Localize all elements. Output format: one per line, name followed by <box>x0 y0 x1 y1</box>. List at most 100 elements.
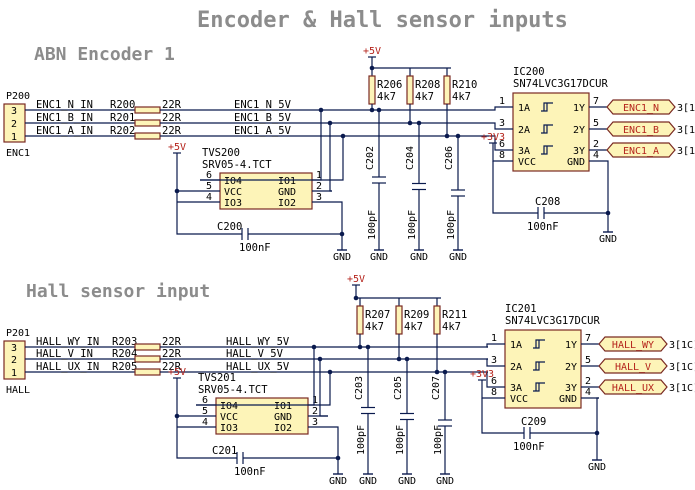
junction-dot <box>317 356 323 362</box>
pullup-resistor-value: 4k7 <box>365 321 384 333</box>
ground-label: GND <box>333 252 351 263</box>
schmitt-trigger-icon <box>541 124 553 134</box>
junction-dot <box>407 120 413 126</box>
protected-net-label: ENC1_A_5V <box>234 125 292 137</box>
input-net-label: ENC1_A_IN <box>36 125 93 137</box>
tvs-body <box>219 172 313 210</box>
wire <box>176 153 200 192</box>
ic-decoupling-ref: C208 <box>535 196 560 208</box>
ic-decoupling-ref: C209 <box>521 416 546 428</box>
ic-pin-name: 1A <box>518 103 530 114</box>
ground-label: GND <box>588 462 606 473</box>
ic-pin-number: 7 <box>585 333 591 344</box>
protected-net-label: ENC1_N_5V <box>234 99 292 111</box>
wire <box>176 416 237 459</box>
tvs-pin-name: IO1 <box>274 401 292 412</box>
tvs-pin-name: VCC <box>224 187 242 198</box>
input-net-label: HALL_WY_IN <box>36 336 99 348</box>
filter-capacitor-ref: C205 <box>393 376 404 400</box>
wire <box>486 343 505 348</box>
tvs-pin-number: 4 <box>202 417 208 428</box>
ic-pin-number: 5 <box>585 355 591 366</box>
series-resistor <box>134 355 161 363</box>
junction-dot <box>594 430 600 436</box>
output-port-label: ENC1_B <box>623 125 659 136</box>
junction-dot <box>340 133 346 139</box>
ic-pin-name: 1Y <box>573 103 585 114</box>
power-label: +5V <box>363 46 381 57</box>
junction-dot <box>605 210 611 216</box>
power-label: +5V <box>168 142 186 153</box>
connector-pin-number: 3 <box>11 343 17 354</box>
tvs-pin-number: 2 <box>316 181 322 192</box>
ic-ref: IC201 <box>505 303 537 315</box>
ic-decoupling-value: 100nF <box>527 221 559 233</box>
pullup-resistor-ref: R208 <box>415 79 440 91</box>
ic-pin-number: 2 <box>585 376 591 387</box>
output-sheet-ref: 3[1B] <box>677 125 695 136</box>
input-net-label: ENC1_N_IN <box>36 99 93 111</box>
tvs-pin-number: 5 <box>202 406 208 417</box>
ic-pin-name: 1Y <box>565 340 577 351</box>
connector-name: HALL <box>6 385 30 396</box>
connector-pin-number: 3 <box>11 106 17 117</box>
ic-pin-number: 5 <box>593 118 599 129</box>
connector-pin-number: 2 <box>11 355 17 366</box>
output-sheet-ref: 3[1C] <box>669 362 695 373</box>
series-resistor-value: 22R <box>162 348 182 360</box>
pullup-resistor-value: 4k7 <box>404 321 423 333</box>
encoder-block: P200ENC13ENC1_N_IN2ENC1_B_IN1ENC1_A_INR2… <box>3 46 695 263</box>
wire <box>488 122 513 130</box>
tvs-pin-number: 1 <box>316 170 322 181</box>
pullup-resistor-ref: R211 <box>442 309 467 321</box>
ic-part: SN74LVC3G17DCUR <box>513 78 609 90</box>
tvs-pin-number: 3 <box>316 192 322 203</box>
series-resistor <box>134 368 161 376</box>
tvs-part: SRV05-4.TCT <box>202 159 272 171</box>
series-resistor-value: 22R <box>162 336 182 348</box>
filter-capacitor-value: 100pF <box>367 210 378 240</box>
series-resistor <box>134 343 161 351</box>
wire <box>486 371 505 388</box>
series-resistor <box>134 119 161 127</box>
ground-label: GND <box>436 476 454 487</box>
wire <box>176 191 242 235</box>
ic-pin-name: 3Y <box>565 383 577 394</box>
series-resistor <box>134 106 161 114</box>
pullup-resistor-ref: R209 <box>404 309 429 321</box>
connector-body <box>3 340 26 380</box>
page-title: Encoder & Hall sensor inputs <box>197 8 568 33</box>
connector-pin-number: 1 <box>11 368 17 379</box>
filter-capacitor-value: 100pF <box>356 425 367 455</box>
series-resistor-value: 22R <box>162 112 182 124</box>
pullup-resistor-value: 4k7 <box>452 91 471 103</box>
ic-ref: IC200 <box>513 66 545 78</box>
input-net-label: HALL_UX_IN <box>36 361 99 373</box>
junction-dot <box>327 120 333 126</box>
ic-pin-name: GND <box>567 157 585 168</box>
power-label: +5V <box>347 274 365 285</box>
pullup-resistor-ref: R210 <box>452 79 477 91</box>
wire <box>481 380 487 399</box>
series-resistor-ref: R201 <box>110 112 135 124</box>
tvs-ref: TVS200 <box>202 147 240 159</box>
ground-label: GND <box>398 476 416 487</box>
tvs-decoupling-ref: C201 <box>212 445 237 457</box>
junction-dot <box>369 107 375 113</box>
ic-pin-number: 8 <box>491 387 497 398</box>
ic-pin-number: 6 <box>491 376 497 387</box>
ic-part: SN74LVC3G17DCUR <box>505 315 601 327</box>
tvs-pin-name: IO3 <box>220 423 238 434</box>
tvs-pin-number: 1 <box>312 395 318 406</box>
tvs-pin-number: 3 <box>312 417 318 428</box>
wire <box>332 201 343 250</box>
connector-ref: P200 <box>6 91 30 102</box>
protected-net-label: HALL_UX_5V <box>226 361 290 373</box>
pullup-resistor <box>368 75 376 105</box>
output-port <box>606 99 676 115</box>
ic-pin-name: 2A <box>510 362 522 373</box>
ic-pin-name: 3A <box>518 146 530 157</box>
filter-capacitor-ref: C207 <box>431 376 442 400</box>
output-port <box>598 379 668 395</box>
